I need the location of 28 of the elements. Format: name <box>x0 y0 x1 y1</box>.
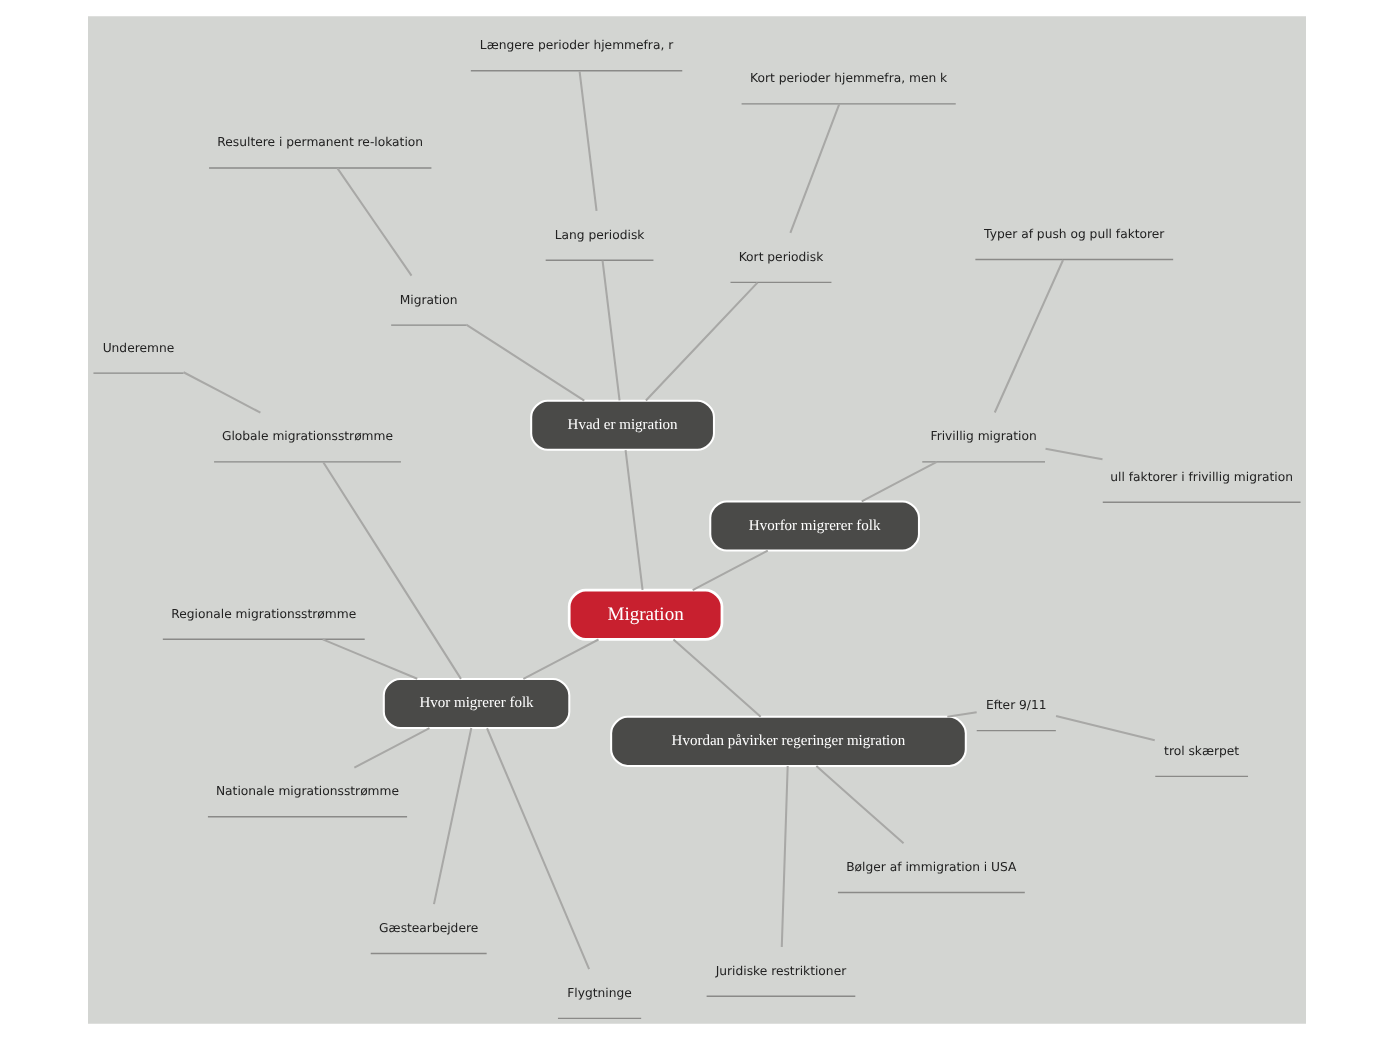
connector <box>815 765 905 845</box>
connector <box>692 549 769 591</box>
node-box: Hvordan påvirker regeringer migration <box>610 715 967 767</box>
connector <box>432 727 473 905</box>
connector <box>672 638 762 718</box>
connector <box>183 371 261 414</box>
connector <box>624 449 644 591</box>
connector <box>322 461 462 680</box>
connector <box>336 167 413 277</box>
node-box: Hvorfor migrerer folk <box>709 500 920 552</box>
node-box: Hvad er migration <box>530 399 715 451</box>
connector <box>578 70 598 212</box>
node-box: Hvor migrerer folk <box>382 677 571 730</box>
connector <box>486 727 591 970</box>
connector <box>947 711 977 718</box>
connector <box>465 323 585 402</box>
connector <box>780 765 789 947</box>
connector <box>645 281 759 402</box>
connector <box>322 638 418 680</box>
connector <box>993 259 1064 413</box>
connector <box>861 461 938 503</box>
connector <box>789 103 841 234</box>
connector <box>353 727 430 769</box>
connector <box>601 260 621 401</box>
connector <box>522 638 599 680</box>
node-box: Migration <box>567 588 724 641</box>
connector <box>1055 714 1155 742</box>
connector <box>1045 447 1103 461</box>
